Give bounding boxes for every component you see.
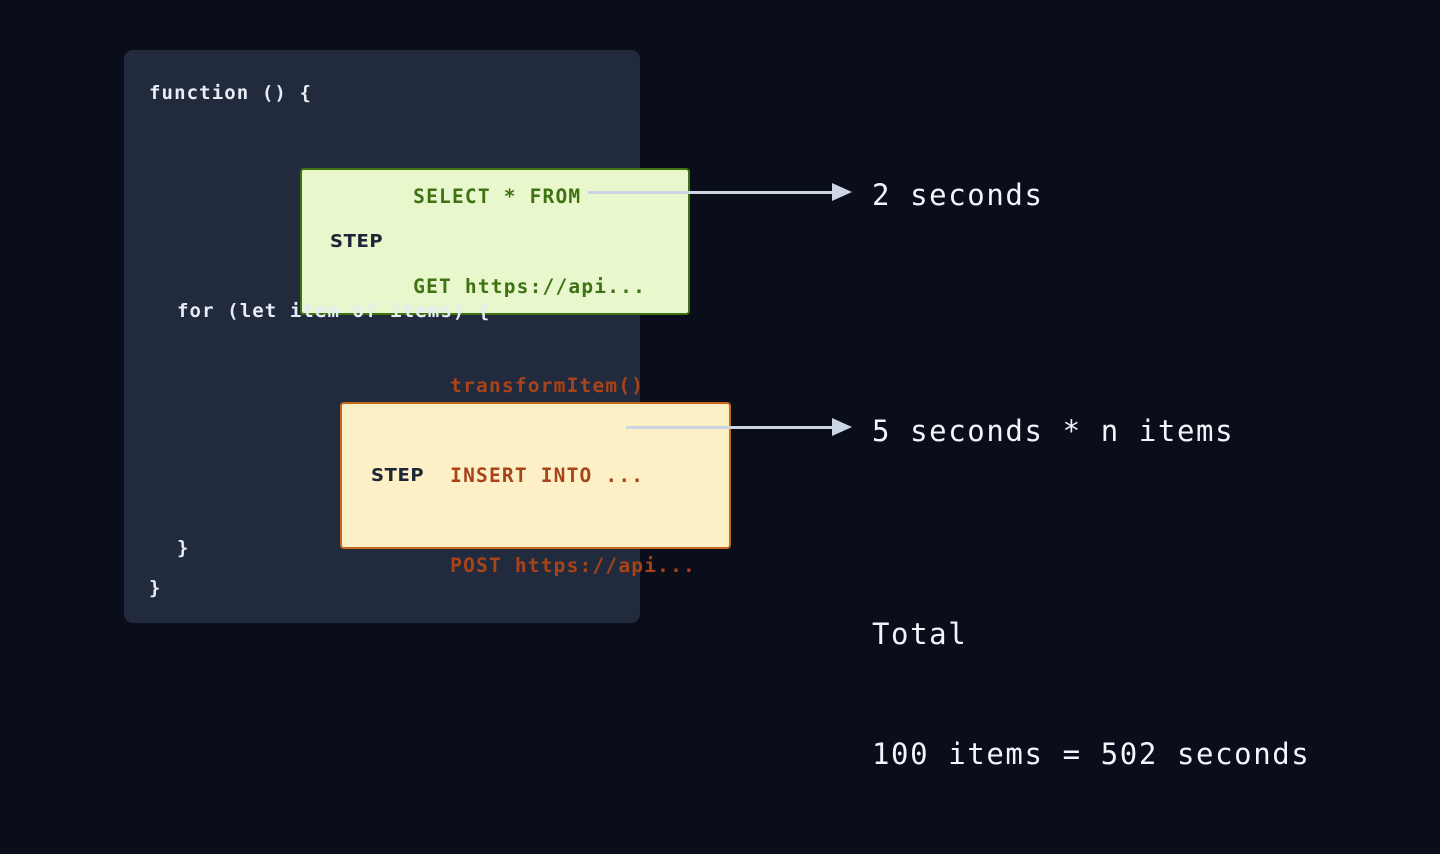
code-line-close-brace-inner: } (177, 537, 190, 559)
arrow-shaft-icon (626, 426, 834, 429)
annotation-total-block: Total 100 items = 502 seconds (872, 534, 1310, 854)
arrow-head-icon (832, 183, 852, 201)
arrow-step-one (588, 183, 852, 202)
total-label: Total (872, 617, 968, 651)
code-line-for-loop: for (let item of items) { (177, 300, 491, 322)
arrow-step-two (626, 418, 852, 437)
total-value: 100 items = 502 seconds (872, 737, 1311, 771)
step-tag-label: STEP (330, 231, 384, 252)
step-yellow-line-1: transformItem() (450, 373, 645, 397)
code-panel: function () { STEP SELECT * FROM GET htt… (124, 50, 731, 623)
arrow-shaft-icon (588, 191, 834, 194)
annotation-step-two-cost: 5 seconds * n items (872, 414, 1235, 448)
step-yellow-line-2: INSERT INTO ... (450, 463, 645, 487)
diagram-canvas: function () { STEP SELECT * FROM GET htt… (124, 50, 1309, 771)
annotation-step-one-cost: 2 seconds (872, 178, 1044, 212)
step-tag-label: STEP (371, 465, 425, 486)
step-yellow-line-3: POST https://api... (450, 553, 697, 577)
arrow-head-icon (832, 418, 852, 436)
step-green-line-2: GET https://api... (413, 274, 647, 298)
step-box-yellow[interactable]: STEP transformItem() INSERT INTO ... POS… (340, 374, 731, 577)
code-line-function: function () { (149, 82, 313, 104)
code-line-close-brace-outer: } (149, 577, 162, 599)
step-green-line-1: SELECT * FROM (413, 184, 582, 208)
step-yellow-operations: transformItem() INSERT INTO ... POST htt… (450, 311, 696, 641)
step-green-operations: SELECT * FROM GET https://api... (413, 122, 646, 362)
